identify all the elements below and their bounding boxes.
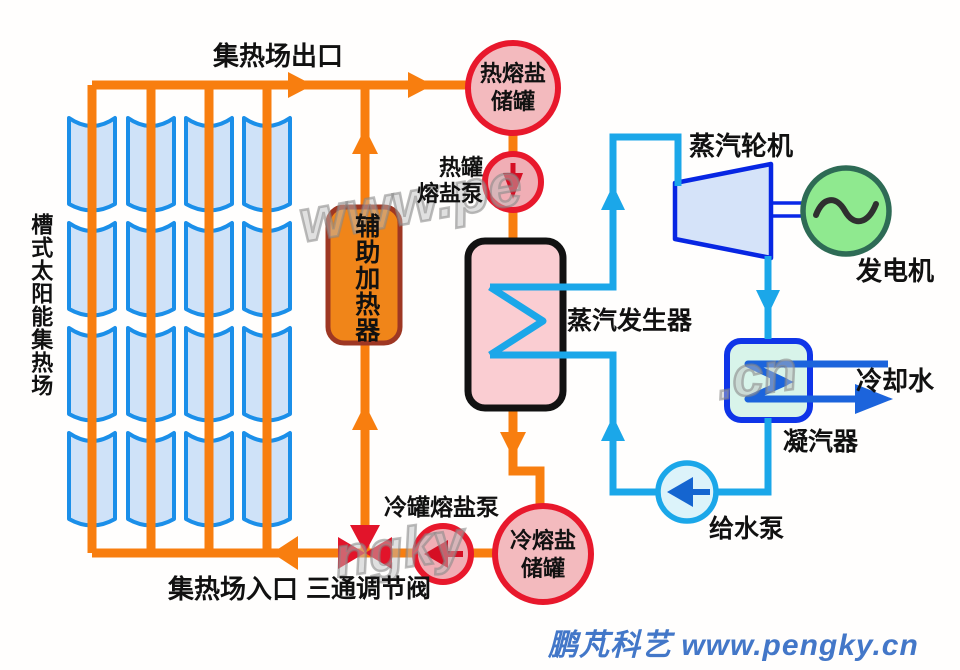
- steam-outlet-pipe: [490, 133, 682, 291]
- generator-label: 发电机: [856, 256, 935, 286]
- cold-pump-arrow-icon: [424, 540, 463, 568]
- generator-coil: [488, 284, 547, 358]
- site-watermark: 鹏芃科艺 www.pengky.cn: [548, 629, 919, 662]
- hot-salt-flow-arrows: [272, 72, 526, 570]
- flow-arrow-up-icon: [352, 128, 378, 154]
- cooling-water-label: 冷却水: [856, 366, 935, 396]
- cold-salt-tank: [492, 503, 594, 605]
- three-way-valve: [338, 525, 392, 569]
- flow-arrow-right-icon: [408, 72, 433, 98]
- hot-salt-tank: [465, 40, 561, 136]
- aux-heater-label: 辅助加热器: [351, 213, 380, 343]
- condenser-label: 凝汽器: [783, 428, 859, 456]
- steam-flow-arrows: [601, 185, 780, 441]
- collector-inlet-label: 集热场入口: [168, 574, 299, 604]
- watermark-fragment: .cn: [711, 336, 802, 412]
- hot-pump-label: 热罐 熔盐泵: [416, 155, 483, 206]
- flow-arrow-up-icon: [352, 404, 378, 430]
- flow-arrow-right-icon: [770, 372, 794, 392]
- flow-arrow-down-icon: [500, 432, 526, 458]
- cold-pump-label: 冷罐熔盐泵: [384, 494, 499, 520]
- feedwater-pump-arrow-icon: [667, 477, 710, 507]
- flow-arrow-left-icon: [272, 536, 298, 570]
- steam-generator-label: 蒸汽发生器: [567, 307, 693, 335]
- steam-generator-vessel: [464, 237, 567, 412]
- feedwater-pipe: [490, 351, 772, 496]
- collector-trough-array: [67, 116, 292, 528]
- turbine-label: 蒸汽轮机: [689, 131, 794, 161]
- flow-arrow-right-icon: [855, 384, 893, 414]
- generator-sine-icon: [813, 197, 879, 225]
- feedwater-pump-label: 给水泵: [709, 515, 785, 543]
- steam-turbine-body: [672, 161, 774, 261]
- valve-right-wedge: [365, 537, 392, 569]
- aux-heater-vessel: [325, 204, 403, 346]
- valve-top-wedge: [350, 525, 380, 553]
- collector-outlet-label: 集热场出口: [213, 41, 344, 71]
- three-way-valve-label: 三通调节阀: [306, 575, 432, 603]
- flow-arrow-up-icon: [601, 185, 625, 210]
- steam-water-pipes: [488, 133, 772, 496]
- valve-left-wedge: [338, 537, 365, 569]
- flow-arrow-down-icon: [756, 290, 780, 315]
- flow-arrow-up-icon: [601, 416, 625, 441]
- turbine-shaft: [770, 201, 806, 218]
- cold-tank-label: 冷熔盐 储罐: [509, 528, 576, 581]
- cooling-water-arrows: [770, 372, 893, 414]
- generator-to-cold-tank-pipe: [508, 404, 545, 512]
- hot-pump-impeller-icon: [503, 163, 523, 199]
- hot-tank-label: 热熔盐 储罐: [479, 61, 546, 114]
- collector-field-label: 槽式太阳能集热场: [28, 213, 54, 397]
- flow-arrow-right-icon: [288, 72, 313, 98]
